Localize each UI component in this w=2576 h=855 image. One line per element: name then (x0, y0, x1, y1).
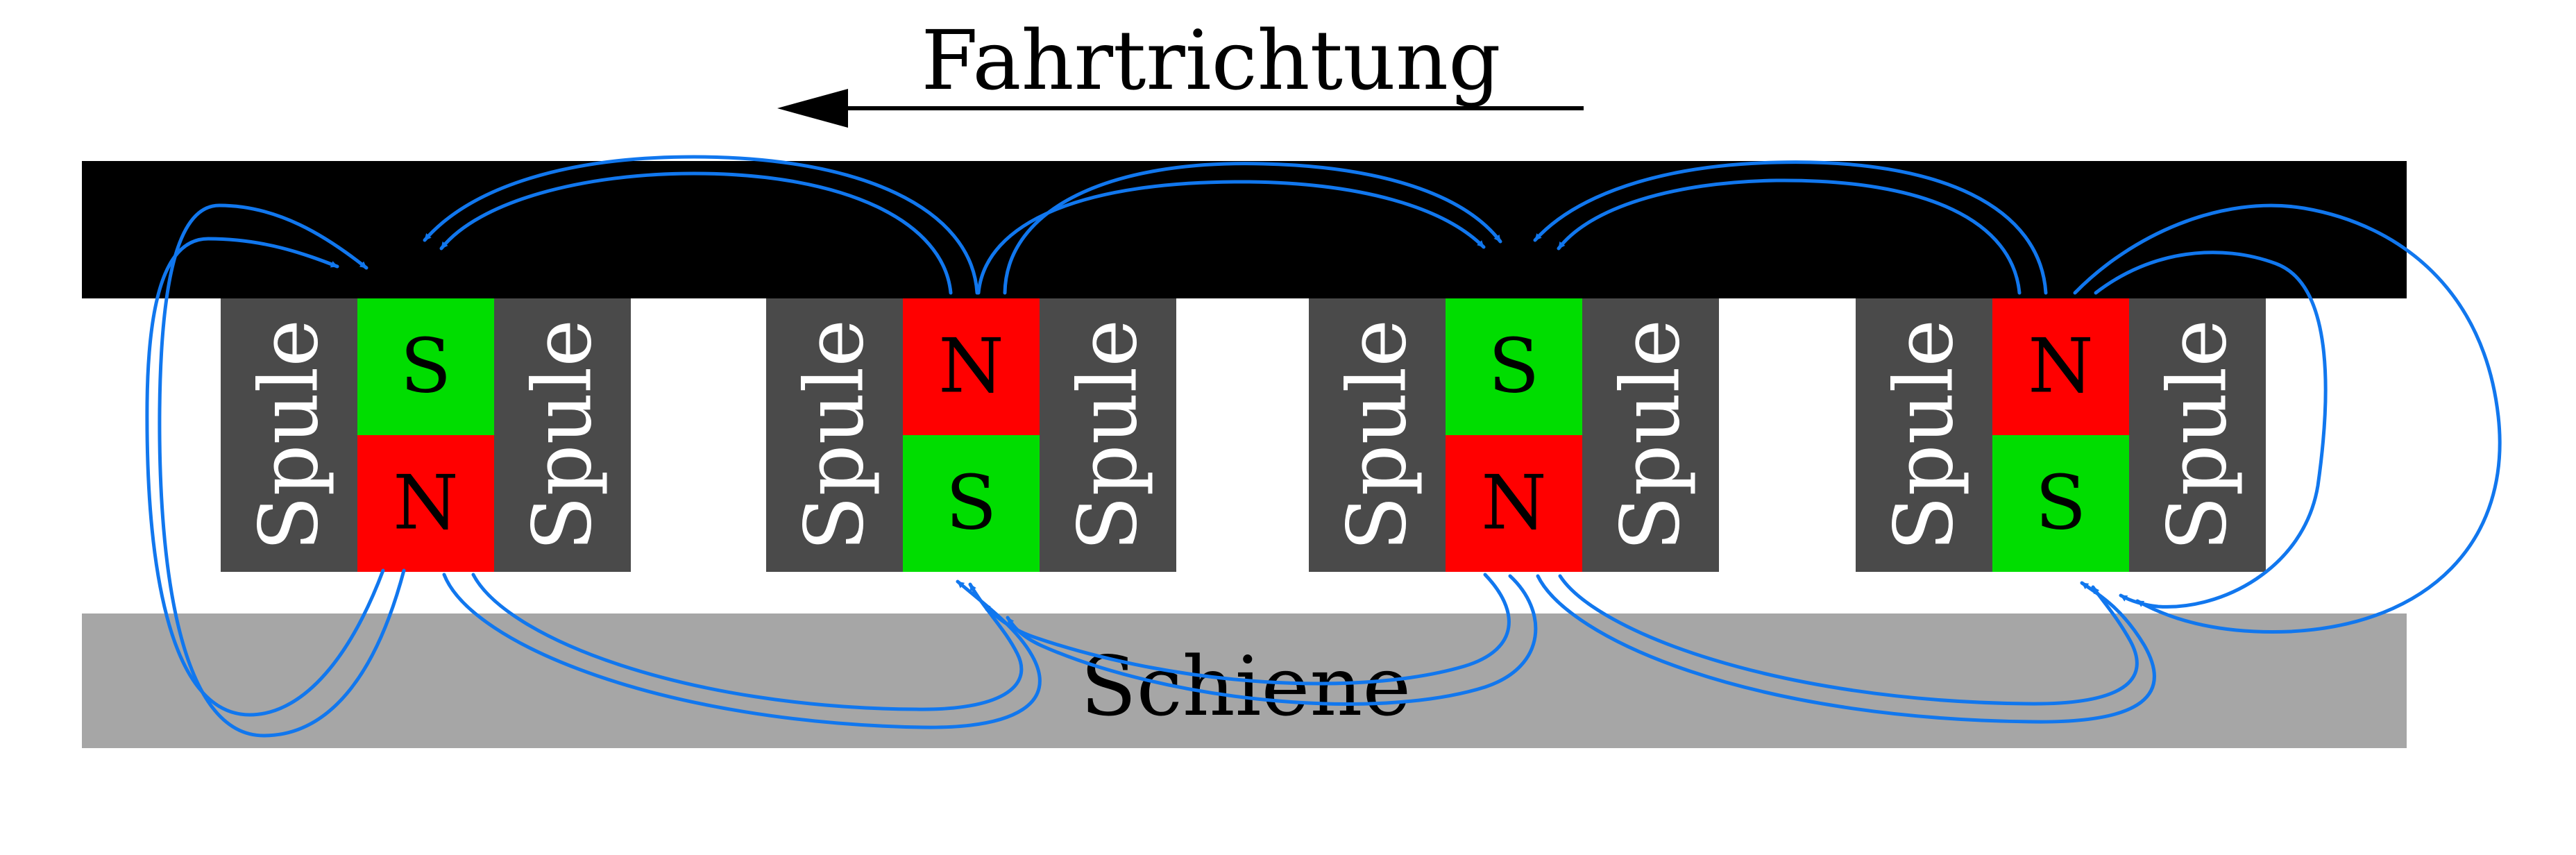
north-pole-block (903, 298, 1040, 435)
coil-body (2129, 298, 2266, 572)
pole-top: N (1992, 298, 2129, 435)
magnet-unit-4: Spule Spule NS (1856, 298, 2266, 572)
north-pole-block (357, 435, 494, 572)
coil-label: Spule (1062, 319, 1155, 551)
north-pole-block (1992, 298, 2129, 435)
field-line-5 (1557, 178, 2022, 295)
coil-body (1856, 298, 1992, 572)
coil-label: Spule (516, 319, 610, 551)
rail-label: Schiene (1081, 638, 1411, 734)
coil-body (1582, 298, 1719, 572)
coil-label: Spule (1331, 319, 1425, 551)
pole-label: N (1481, 460, 1547, 547)
pole-label: N (938, 323, 1004, 410)
pole-bottom: S (903, 435, 1040, 572)
coil-body (221, 298, 357, 572)
coil-right: Spule (2129, 298, 2266, 572)
pole-top: S (1446, 298, 1582, 435)
coil-body (494, 298, 631, 572)
field-line-10 (471, 573, 1024, 711)
magnet-unit-2: Spule Spule NS (766, 298, 1176, 572)
south-pole-block (1446, 298, 1582, 435)
field-line-9 (442, 573, 1042, 729)
direction-indicator: Fahrtrichtung (777, 12, 1584, 128)
field-line-13 (1536, 574, 2156, 724)
coil-body (766, 298, 903, 572)
field-line-12 (1006, 574, 1538, 706)
coil-right: Spule (494, 298, 631, 572)
field-line-6 (1533, 160, 2048, 295)
south-pole-block (1992, 435, 2129, 572)
coil-left: Spule (221, 298, 357, 572)
coil-label: Spule (1878, 319, 1972, 551)
pole-label: S (400, 323, 452, 410)
pole-label: N (393, 460, 459, 547)
field-line-14 (1558, 574, 2139, 706)
field-line-1 (439, 171, 953, 295)
coil-left: Spule (1309, 298, 1446, 572)
pole-label: S (1489, 323, 1540, 410)
pole-bottom: S (1992, 435, 2129, 572)
north-pole-block (1446, 435, 1582, 572)
field-line-16 (2094, 251, 2328, 609)
pole-bottom: N (357, 435, 494, 572)
magnet-unit-3: Spule Spule SN (1309, 298, 1719, 572)
coil-label: Spule (243, 319, 337, 551)
coil-left: Spule (1856, 298, 1992, 572)
pole-label: S (946, 460, 997, 547)
pole-label: S (2035, 460, 2087, 547)
coil-left: Spule (766, 298, 903, 572)
coil-right: Spule (1582, 298, 1719, 572)
coil-right: Spule (1040, 298, 1176, 572)
field-line-4 (1003, 162, 1502, 295)
arrow-left-icon (777, 89, 848, 128)
coil-body (1040, 298, 1176, 572)
field-line-8 (145, 237, 385, 717)
pole-top: S (357, 298, 494, 435)
magnetic-field-lines (145, 155, 2502, 738)
pole-bottom: N (1446, 435, 1582, 572)
coil-label: Spule (1604, 319, 1698, 551)
pole-top: N (903, 298, 1040, 435)
pole-label: N (2028, 323, 2094, 410)
coil-label: Spule (2151, 319, 2245, 551)
south-pole-block (903, 435, 1040, 572)
magnet-unit-1: Spule Spule SN (221, 298, 631, 572)
coil-body (1309, 298, 1446, 572)
field-line-15 (2073, 203, 2502, 634)
coil-label: Spule (788, 319, 882, 551)
direction-title: Fahrtrichtung (921, 12, 1500, 108)
south-pole-block (357, 298, 494, 435)
field-line-7 (158, 203, 406, 738)
field-line-2 (423, 155, 979, 295)
field-line-3 (976, 180, 1486, 295)
